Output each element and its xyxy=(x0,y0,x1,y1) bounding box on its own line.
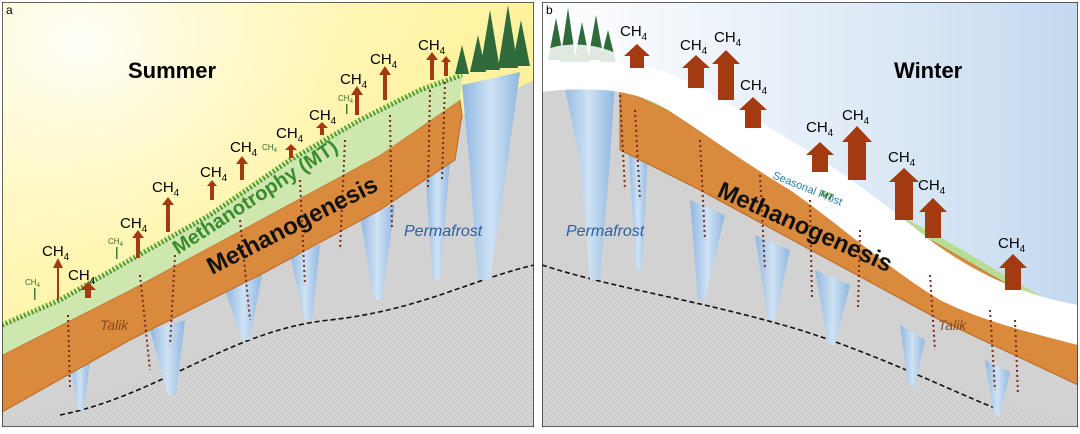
panel-letter-a: a xyxy=(6,3,13,17)
talik-label-winter: Talik xyxy=(938,317,967,333)
panel-winter: CH4 CH4 CH4 CH4 CH4 CH4 CH4 CH4 CH4 b Wi… xyxy=(542,2,1078,427)
ch4-label: CH4 xyxy=(806,119,834,139)
seasonal-frost-snow xyxy=(542,60,1078,345)
permafrost-base-line xyxy=(59,264,534,416)
ch4-label: CH4 xyxy=(418,37,446,57)
trees xyxy=(455,5,530,74)
ch4-label: CH4 xyxy=(340,71,368,91)
ch4-small-label: CH4 xyxy=(338,94,354,105)
ch4-label: CH4 xyxy=(120,215,148,235)
ice-wedges-winter xyxy=(562,75,1010,415)
gas-channels xyxy=(67,81,446,391)
ch4-small-label: CH4 xyxy=(108,237,124,248)
ice-wedges xyxy=(70,72,520,410)
ch4-labels-summer: CH4 CH4 CH4 CH4 CH4 CH4 CH4 CH4 CH4 CH4 … xyxy=(25,37,446,289)
panel-summer: CH4 CH4 CH4 CH4 CH4 CH4 CH4 CH4 CH4 CH4 … xyxy=(2,2,534,427)
ch4-label: CH4 xyxy=(620,23,648,43)
permafrost-label: Permafrost xyxy=(404,223,483,240)
ch4-label: CH4 xyxy=(888,149,916,169)
bedrock xyxy=(2,265,534,427)
ch4-label: CH4 xyxy=(918,177,946,197)
permafrost-base-line-winter xyxy=(542,264,1001,411)
ch4-small-label: CH4 xyxy=(25,278,41,289)
ch4-label: CH4 xyxy=(68,267,96,287)
ch4-label: CH4 xyxy=(42,243,70,263)
ch4-labels-winter: CH4 CH4 CH4 CH4 CH4 CH4 CH4 CH4 CH4 xyxy=(620,23,1026,255)
ch4-label: CH4 xyxy=(276,125,304,145)
methanotrophy-layer xyxy=(2,75,462,355)
ch4-label: CH4 xyxy=(309,107,337,127)
ch4-arrows-winter xyxy=(624,44,1027,290)
ch4-arrows-small-summer xyxy=(34,104,348,300)
talik-label: Talik xyxy=(100,317,129,333)
permafrost-label-winter: Permafrost xyxy=(566,223,645,240)
summer-title: Summer xyxy=(128,58,216,83)
ch4-label: CH4 xyxy=(680,37,708,57)
talik-layer xyxy=(2,99,463,413)
ch4-small-label: CH4 xyxy=(262,143,278,154)
ch4-label: CH4 xyxy=(230,139,258,159)
winter-title: Winter xyxy=(894,58,963,83)
ch4-label: CH4 xyxy=(714,29,742,49)
ch4-label: CH4 xyxy=(370,51,398,71)
ch4-label: CH4 xyxy=(842,107,870,127)
ch4-label: CH4 xyxy=(200,164,228,184)
grass xyxy=(2,72,463,328)
ch4-label: CH4 xyxy=(740,77,768,97)
panel-letter-b: b xyxy=(546,3,553,17)
ch4-label: CH4 xyxy=(152,179,180,199)
ch4-arrows-summer xyxy=(53,52,451,300)
ch4-label: CH4 xyxy=(998,235,1026,255)
mt-label-winter: MT xyxy=(819,189,835,203)
gas-channels-winter xyxy=(619,94,1019,396)
